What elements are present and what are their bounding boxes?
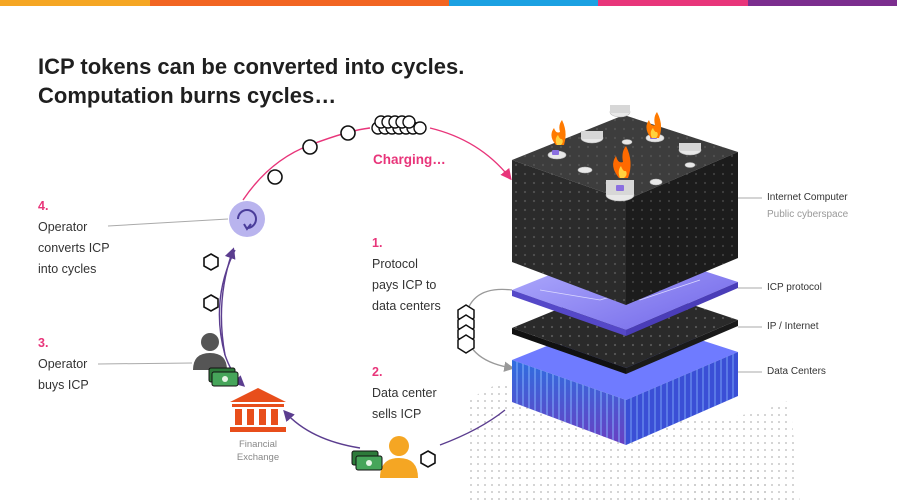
hexagon-icon [203,253,219,271]
step-3-number: 3. [38,336,49,350]
step-4-number: 4. [38,199,49,213]
step-1-line-3: data centers [372,299,441,313]
step-4-line-3: into cycles [38,262,97,276]
cash-icon [208,367,239,387]
bar-segment [149,0,299,6]
hexagon-icon [203,294,219,312]
charging-label: Charging… [373,152,446,167]
internet-computer-label: Internet Computer [767,192,848,203]
sell-arrow [283,409,361,449]
bank-icon [230,388,286,432]
bar-segment [747,0,897,6]
hexagon-stack-icon [457,304,475,354]
financial-exchange-label: Financial Exchange [224,438,292,464]
coin-icon [267,169,283,185]
datacenter-link [439,409,506,446]
step-4-label: 4. Operator converts ICP into cycles [38,196,110,280]
fire-icon [646,112,662,138]
public-cyberspace-label: Public cyberspace [767,209,849,220]
coin-icon [302,139,318,155]
cash-icon [351,450,383,471]
person-icon [193,333,227,370]
page-title: ICP tokens can be converted into cycles.… [38,52,464,110]
coin-icon [340,125,356,141]
icp-protocol-label: ICP protocol [767,282,822,293]
charging-arrow [429,127,512,181]
step-4-line-1: Operator [38,220,88,234]
fire-icon [551,120,566,145]
title-line-2: Computation burns cycles… [38,83,337,108]
data-centers-label: Data Centers [767,366,826,377]
step-1-label: 1. Protocol pays ICP to data centers [372,233,441,317]
step-4-line-2: converts ICP [38,241,110,255]
cycle-arc-left-up [220,247,236,356]
step-1-line-1: Protocol [372,257,418,271]
step-3-line-2: buys ICP [38,378,89,392]
step-3-label: 3. Operator buys ICP [38,333,89,396]
coin-stack-icon [371,115,427,135]
step-3-line-1: Operator [38,357,88,371]
bar-segment [598,0,748,6]
step-1-number: 1. [372,236,383,250]
ip-internet-label: IP / Internet [767,321,819,332]
step-2-line-1: Data center [372,386,437,400]
exchange-line-1: Financial [238,439,278,450]
step-2-number: 2. [372,365,383,379]
leader-line [97,362,193,365]
bar-segment [0,0,150,6]
top-color-bar [0,0,897,6]
leader-line [107,218,229,227]
person-icon [380,436,418,478]
exchange-line-2: Exchange [236,452,280,463]
cycles-icon [229,201,265,237]
hexagon-icon [420,450,436,468]
bar-segment [448,0,598,6]
bar-segment [299,0,449,6]
step-2-line-2: sells ICP [372,407,422,421]
step-1-line-2: pays ICP to [372,278,437,292]
title-line-1: ICP tokens can be converted into cycles. [38,54,465,79]
step-2-label: 2. Data center sells ICP [372,362,437,425]
fire-icon [613,146,631,178]
